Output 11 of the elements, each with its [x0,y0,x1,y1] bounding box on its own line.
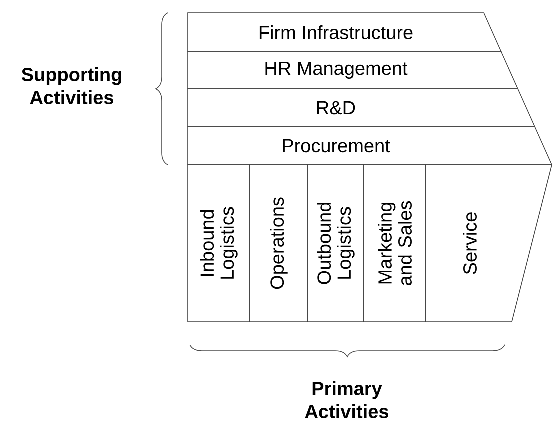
activity-column: Inbound Logistics [188,164,250,322]
activity-column: Service [426,164,552,322]
activity-column: Outbound Logistics [308,164,364,322]
group-label: Primary Activities [305,382,388,418]
activity-column: Operations [250,164,308,322]
activity-band: Procurement [188,126,552,166]
group-label: Supporting Activities [22,68,122,104]
activity-band: HR Management [188,52,519,90]
activity-band: Firm Infrastructure [188,12,502,52]
activity-column: Marketing and Sales [364,164,426,322]
activity-band: R&D [188,88,536,128]
